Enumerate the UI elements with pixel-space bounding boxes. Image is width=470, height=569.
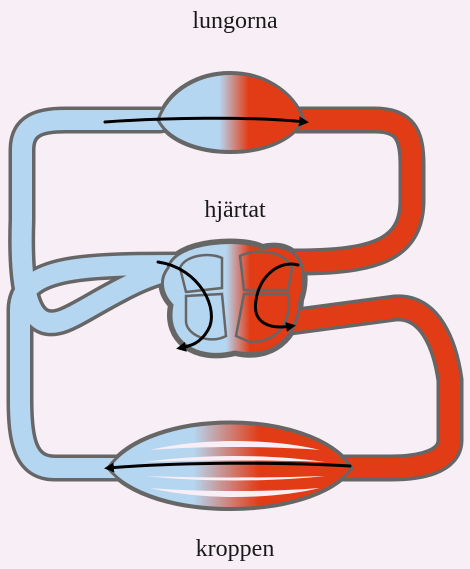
heart-organ (162, 243, 303, 355)
heart-label: hjärtat (0, 198, 470, 222)
lungs-label: lungorna (0, 9, 470, 33)
lungs-organ (158, 74, 304, 152)
body-label: kroppen (0, 537, 470, 561)
